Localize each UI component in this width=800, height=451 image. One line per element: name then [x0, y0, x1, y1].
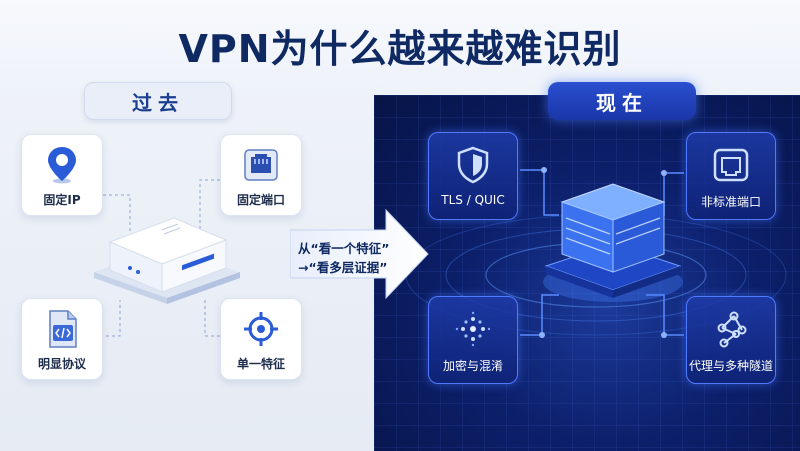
shield-icon — [429, 143, 517, 187]
now-item-nonstandard-port: 非标准端口 — [686, 132, 776, 220]
now-item-label: TLS / QUIC — [441, 193, 505, 207]
now-item-label: 非标准端口 — [700, 195, 761, 209]
past-item-fixed-port: 固定端口 — [220, 134, 302, 216]
arrow-text-line2: →“看多层证据” — [298, 260, 388, 275]
now-item-label: 代理与多种隧道 — [688, 359, 773, 373]
past-item-obvious-protocol: 明显协议 — [21, 298, 103, 380]
network-nodes-icon — [687, 307, 775, 351]
past-item-label: 固定IP — [43, 193, 81, 207]
now-label: 现在 — [548, 82, 696, 120]
transition-arrow: 从“看一个特征” →“看多层证据” — [290, 208, 430, 300]
arrow-text-line1: 从“看一个特征” — [298, 241, 390, 256]
now-item-tls-quic: TLS / QUIC — [428, 132, 518, 220]
code-document-icon — [22, 307, 102, 351]
ethernet-port-icon — [221, 143, 301, 187]
past-item-label: 固定端口 — [236, 193, 285, 207]
past-item-label: 单一特征 — [236, 357, 285, 371]
past-item-fixed-ip: 固定IP — [21, 134, 103, 216]
past-item-label: 明显协议 — [37, 357, 86, 371]
page-title: VPN为什么越来越难识别 — [178, 27, 622, 71]
now-item-label: 加密与混淆 — [442, 359, 503, 373]
glowing-cube-icon — [538, 170, 688, 310]
encryption-dots-icon — [429, 307, 517, 351]
crosshair-target-icon — [221, 307, 301, 351]
router-box-icon — [92, 206, 242, 306]
title-area — [0, 0, 800, 95]
past-label: 过去 — [84, 82, 232, 120]
now-item-encryption: 加密与混淆 — [428, 296, 518, 384]
network-port-icon — [687, 143, 775, 187]
past-item-single-feature: 单一特征 — [220, 298, 302, 380]
location-pin-icon — [22, 143, 102, 187]
now-item-proxy-tunnels: 代理与多种隧道 — [686, 296, 776, 384]
